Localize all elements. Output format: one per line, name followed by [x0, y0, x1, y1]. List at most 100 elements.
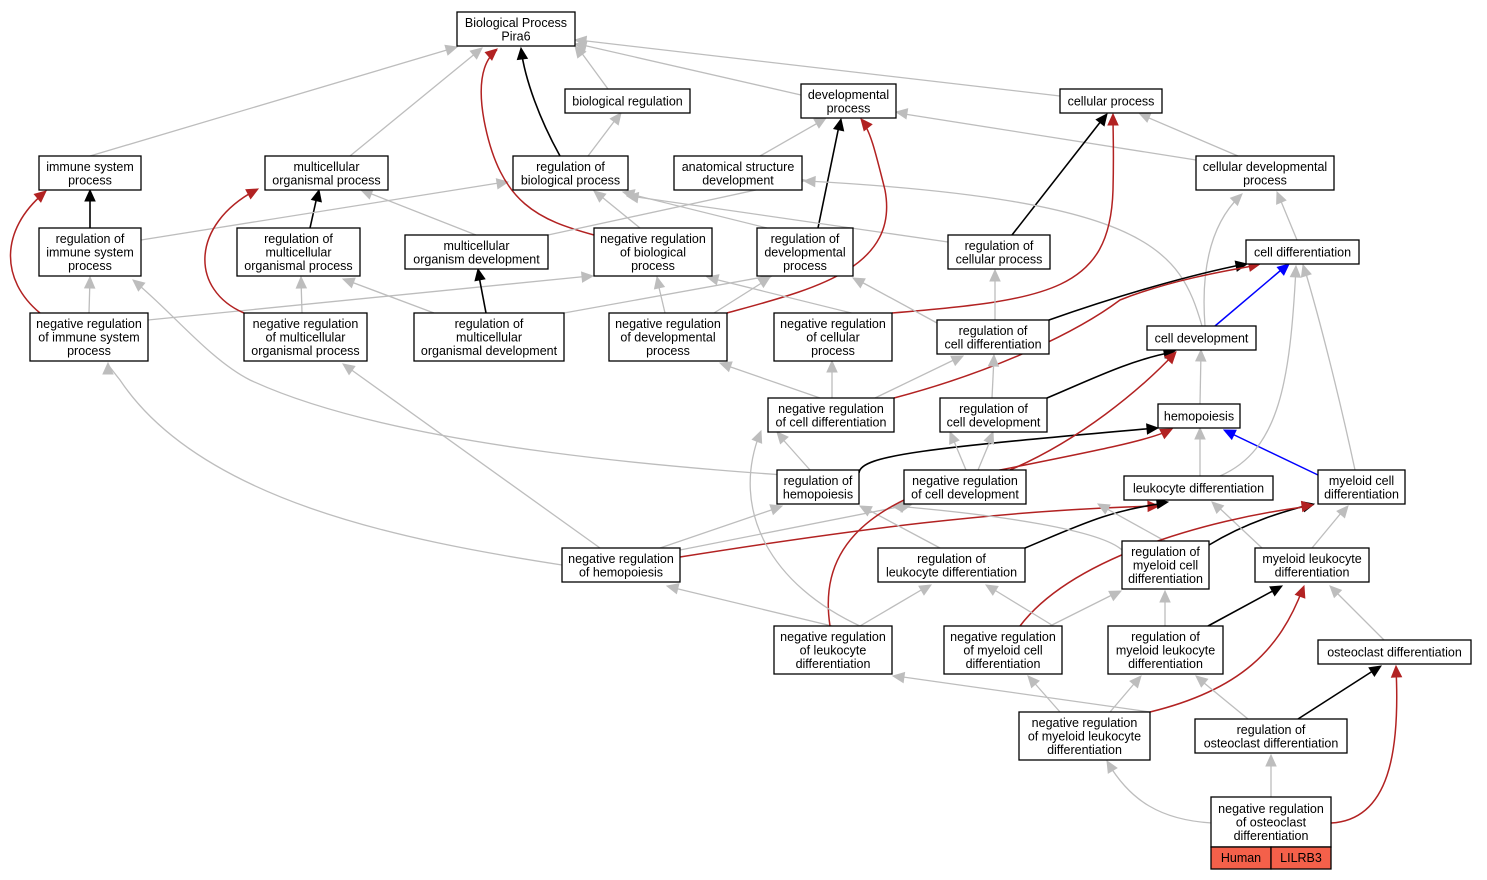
edge-line	[721, 363, 821, 399]
edge-arrowhead	[705, 274, 720, 286]
edge-line	[669, 586, 833, 627]
edge-line	[349, 47, 483, 157]
edge-arrowhead	[342, 363, 356, 376]
edge-arrowhead	[1222, 429, 1237, 441]
edge-line	[713, 278, 769, 314]
edge-line	[817, 120, 841, 229]
regulates-edge	[1106, 759, 1213, 824]
edge-arrowhead	[33, 190, 47, 203]
term-label-line: process	[1243, 173, 1287, 187]
edge-arrowhead	[757, 276, 772, 289]
edge-arrowhead	[1146, 423, 1160, 435]
term-label-line: Biological Process	[465, 16, 567, 30]
edge-arrowhead	[1106, 759, 1118, 774]
term-label-line: developmental	[808, 88, 889, 102]
edge-arrowhead	[949, 430, 960, 445]
negatively-regulates-edge	[9, 190, 47, 314]
edge-line	[1049, 591, 1119, 627]
regulates-edge	[102, 361, 563, 566]
edge-line	[629, 195, 949, 243]
term-box	[947, 234, 1051, 270]
regulates-edge	[1276, 190, 1298, 241]
edge-line	[1213, 502, 1263, 549]
term-label-line: of cell development	[911, 487, 1019, 501]
edge-arrowhead	[858, 505, 873, 517]
part-of-edge	[1214, 263, 1290, 327]
regulates-edge	[894, 108, 1197, 161]
regulates-edge	[574, 45, 609, 90]
edge-line	[1197, 677, 1249, 720]
term-box	[1059, 88, 1163, 114]
negatively-regulates-edge	[480, 48, 595, 236]
is-a-edge	[1207, 585, 1284, 627]
term-box	[1317, 639, 1472, 665]
gene-badge-box	[1270, 846, 1332, 870]
go-term-hemopoiesis[interactable]: hemopoiesis	[1157, 403, 1241, 429]
edge-line	[806, 180, 1203, 327]
go-term-cell-development[interactable]: cell development	[1146, 325, 1257, 351]
edge-arrowhead	[1289, 264, 1302, 278]
term-box	[1157, 403, 1241, 429]
edge-arrowhead	[918, 584, 933, 596]
go-term-cellular-process[interactable]: cellular process	[1059, 88, 1163, 114]
term-label-line: biological regulation	[572, 95, 683, 109]
edge-arrowhead	[1390, 664, 1403, 678]
edge-line	[1214, 264, 1288, 327]
edge-arrowhead	[469, 47, 483, 60]
term-box	[939, 397, 1048, 433]
go-term-leukocyte-differentiation[interactable]: leukocyte differentiation	[1123, 475, 1274, 501]
regulates-edge	[593, 190, 641, 229]
edge-arrowhead	[1300, 263, 1312, 278]
regulates-edge	[1159, 589, 1171, 626]
term-label-line: process	[631, 259, 675, 273]
term-label-line: cell differentiation	[944, 337, 1041, 351]
edge-line	[1297, 666, 1380, 720]
edge-line	[1331, 587, 1385, 641]
go-term-biological-regulation[interactable]: biological regulation	[564, 88, 691, 114]
edge-line	[679, 504, 909, 551]
term-label-line: cell development	[947, 415, 1041, 429]
go-term-cell-differentiation[interactable]: cell differentiation	[1245, 239, 1360, 265]
go-term-osteoclast-differentiation[interactable]: osteoclast differentiation	[1317, 639, 1472, 665]
term-box	[1245, 239, 1360, 265]
regulates-edge	[563, 272, 774, 314]
negatively-regulates-edge	[891, 112, 1119, 314]
edge-line	[679, 505, 1158, 558]
edges-layer	[9, 35, 1403, 824]
edge-arrowhead	[891, 671, 906, 684]
